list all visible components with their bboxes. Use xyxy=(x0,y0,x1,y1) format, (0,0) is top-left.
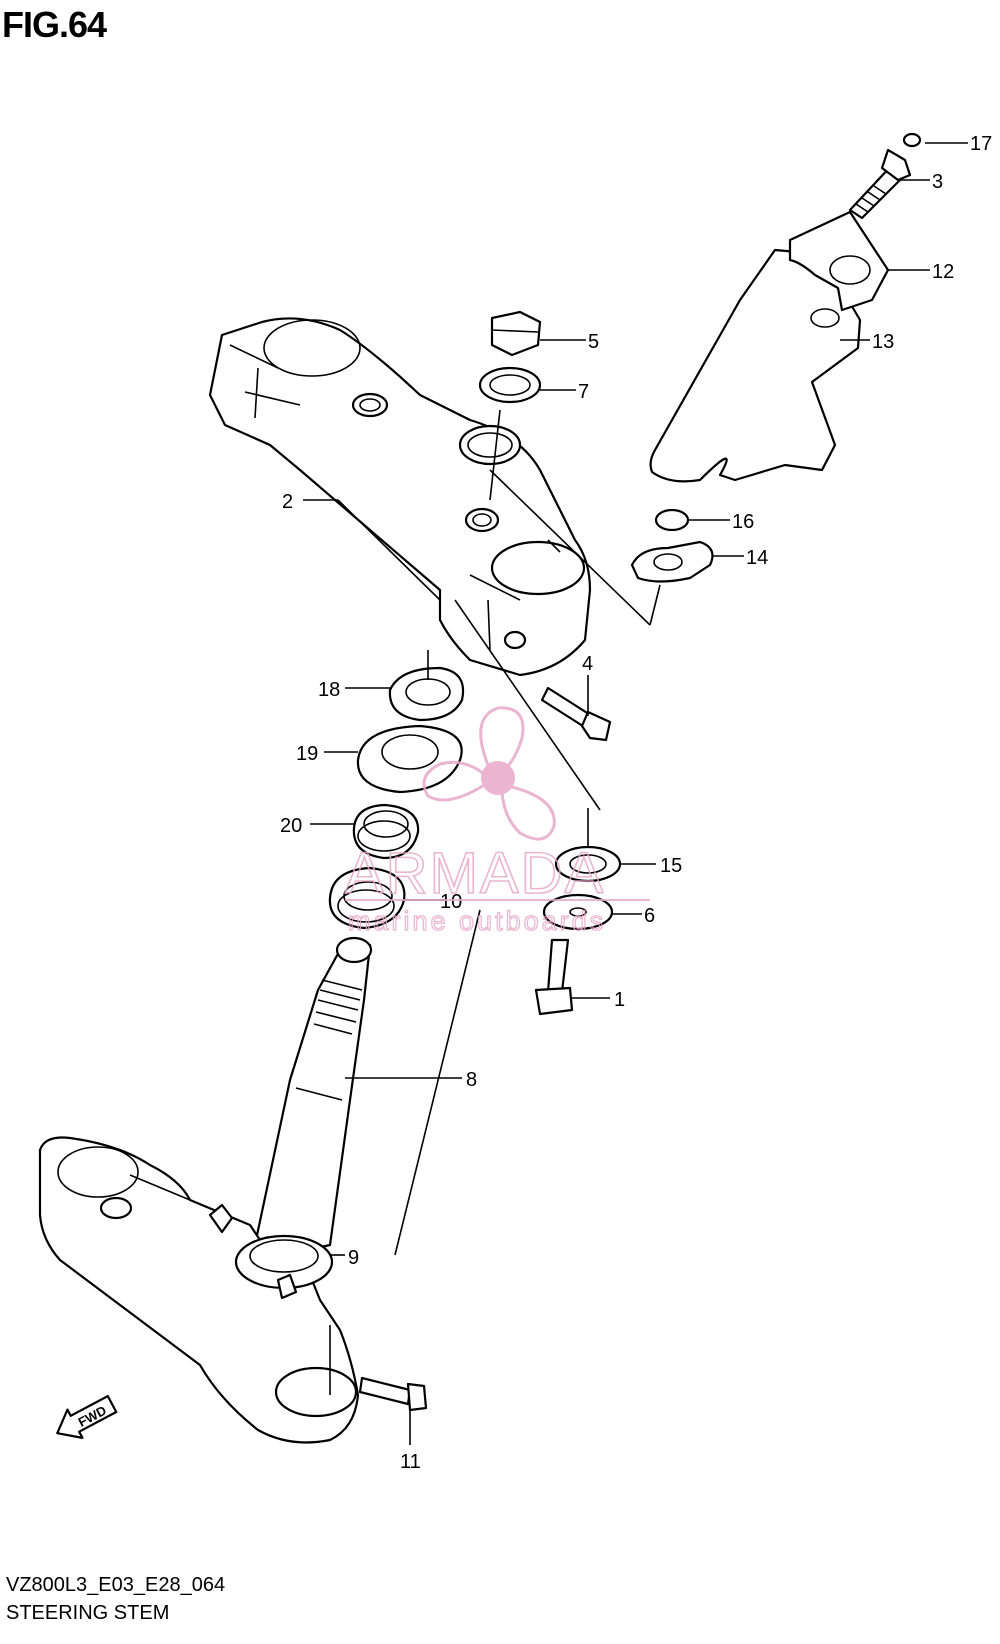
callout-5: 5 xyxy=(588,331,599,353)
callout-20: 20 xyxy=(280,815,302,837)
watermark-tagline: marine outboards xyxy=(348,906,606,936)
watermark: ARMADA marine outboards xyxy=(344,706,650,937)
stem-lock-nut xyxy=(388,666,465,722)
washer-16 xyxy=(654,508,690,532)
lower-bracket xyxy=(38,1136,360,1444)
callout-1: 1 xyxy=(614,989,625,1011)
callout-6: 6 xyxy=(644,905,655,927)
callout-19: 19 xyxy=(296,743,318,765)
callout-8: 8 xyxy=(466,1069,477,1091)
handlebar-holder xyxy=(649,210,890,483)
callout-9: 9 xyxy=(348,1247,359,1269)
callout-17: 17 xyxy=(970,133,992,155)
callout-3: 3 xyxy=(932,171,943,193)
callout-15: 15 xyxy=(660,855,682,877)
callout-7: 7 xyxy=(578,381,589,403)
bracket-bolt xyxy=(540,686,612,742)
stem-washer xyxy=(478,366,542,404)
figure-title: FIG.64 xyxy=(2,4,107,45)
callout-16: 16 xyxy=(732,511,754,533)
forward-direction-arrow: FWD xyxy=(56,1394,118,1439)
upper-bracket xyxy=(208,317,592,677)
callout-10: 10 xyxy=(440,891,462,913)
bolt-1 xyxy=(534,938,574,1016)
washer-6 xyxy=(542,893,614,931)
plate-14 xyxy=(630,540,714,583)
stem-nut xyxy=(490,310,542,357)
section-name: STEERING STEM xyxy=(6,1602,170,1624)
callout-2: 2 xyxy=(282,491,293,513)
bolt-11 xyxy=(358,1376,428,1412)
holder-bolt xyxy=(848,132,922,220)
model-code: VZ800L3_E03_E28_064 xyxy=(6,1574,226,1596)
callout-13: 13 xyxy=(872,331,894,353)
watermark-brand: ARMADA xyxy=(345,841,605,906)
upper-bearing xyxy=(352,803,420,860)
callout-11: 11 xyxy=(400,1451,421,1473)
callout-4: 4 xyxy=(582,653,593,675)
callout-14: 14 xyxy=(746,547,768,569)
callout-labels: 17 3 12 13 5 7 2 16 14 4 18 19 20 15 10 … xyxy=(280,133,992,1473)
callout-12: 12 xyxy=(932,261,954,283)
callout-18: 18 xyxy=(318,679,340,701)
dust-seal xyxy=(356,724,463,794)
leader-lines xyxy=(303,142,968,1445)
steering-stem xyxy=(254,936,373,1251)
propeller-logo xyxy=(422,706,556,841)
